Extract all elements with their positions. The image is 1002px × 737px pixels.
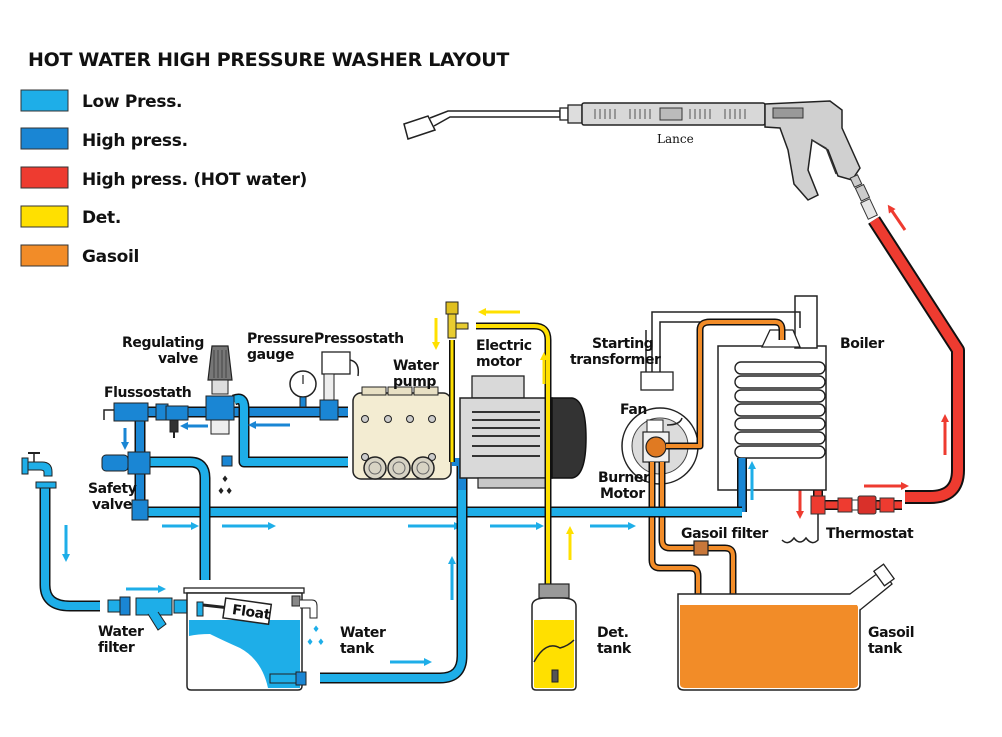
label-thermostat: Thermostat xyxy=(826,526,914,542)
thermostat-wire xyxy=(781,514,819,544)
gasoil-filter xyxy=(693,540,709,556)
label-safety-valve-2: valve xyxy=(92,497,132,513)
water-tap xyxy=(21,452,53,477)
gasoil-level xyxy=(680,605,858,688)
water-level xyxy=(189,620,300,688)
bypass-line xyxy=(145,456,211,580)
legend-swatch xyxy=(20,89,69,112)
nozzle xyxy=(403,115,437,140)
water-filter: Water filter xyxy=(98,596,189,656)
boiler-chimney xyxy=(794,295,818,349)
drip-icon: ♦ xyxy=(221,475,229,485)
burner-pump xyxy=(645,436,667,458)
drip-icon: ♦ ♦ xyxy=(306,638,325,648)
label-water-tank-1: Water xyxy=(340,625,386,641)
diagram-title: HOT WATER HIGH PRESSURE WASHER LAYOUT xyxy=(28,49,509,71)
detergent-line xyxy=(432,301,574,600)
tank-to-pump-line xyxy=(320,488,468,684)
label-det-tank-1: Det. xyxy=(597,625,629,641)
label-water-tank-2: tank xyxy=(340,641,375,657)
label-gasoil-tank-2: tank xyxy=(868,641,903,657)
det-tank: Det. tank xyxy=(531,583,632,691)
label-pressure-gauge-1: Pressure xyxy=(247,331,314,347)
legend-item-det: Det. xyxy=(20,205,121,228)
legend-label: High press. xyxy=(82,131,188,151)
label-det-tank-2: tank xyxy=(597,641,632,657)
low-pressure-main-line xyxy=(145,506,742,530)
lance-gun: Lance xyxy=(403,100,878,220)
tap-inlet-line xyxy=(35,481,166,612)
lance-coupling xyxy=(559,107,569,121)
pressostath: Pressostath xyxy=(314,331,404,421)
pressure-switch-fitting xyxy=(155,403,189,438)
label-burner-motor-1: Burner xyxy=(598,470,650,486)
drip-icon: ♦ xyxy=(312,625,320,635)
det-level xyxy=(534,620,574,688)
label-regulating-valve-2: valve xyxy=(158,351,198,367)
label-float: Float xyxy=(231,602,272,623)
legend-label: Det. xyxy=(82,208,121,228)
gasoil-lines: Gasoil filter xyxy=(648,318,786,676)
label-flussostath: Flussostath xyxy=(104,385,191,401)
legend-item-low-press: Low Press. xyxy=(20,89,183,112)
legend-item-gasoil: Gasoil xyxy=(20,244,139,267)
label-electric-motor-2: motor xyxy=(476,354,522,370)
label-lance: Lance xyxy=(657,132,694,146)
legend-swatch xyxy=(20,244,69,267)
label-gasoil-tank-1: Gasoil xyxy=(868,625,914,641)
drip-outlet: ♦ ♦♦ xyxy=(217,455,233,497)
label-burner-motor-2: Motor xyxy=(600,486,645,502)
electric-motor: Electric motor xyxy=(459,338,587,489)
flussostath: Flussostath xyxy=(103,385,192,422)
fan-burner: Fan Burner Motor xyxy=(598,402,699,502)
label-pressure-gauge-2: gauge xyxy=(247,347,294,363)
label-pressostath: Pressostath xyxy=(314,331,404,347)
label-electric-motor-1: Electric xyxy=(476,338,532,354)
water-tank: Float ♦ ♦ ♦ Water tank xyxy=(183,587,386,691)
legend-item-hot-water: High press. (HOT water) xyxy=(20,166,307,190)
label-water-pump-1: Water xyxy=(393,358,439,374)
label-safety-valve-1: Safety xyxy=(88,481,137,497)
label-water-filter-1: Water xyxy=(98,624,144,640)
label-fan: Fan xyxy=(620,402,647,418)
gasoil-tank: Gasoil tank xyxy=(677,563,914,691)
lance-rod xyxy=(429,110,561,127)
lance-nut xyxy=(567,104,583,124)
boiler: Boiler xyxy=(717,295,885,512)
label-water-pump-2: pump xyxy=(393,374,436,390)
regulating-valve: Regulating valve xyxy=(122,335,235,435)
label-boiler: Boiler xyxy=(840,336,884,352)
thermostat-body xyxy=(810,495,826,515)
boiler-coil xyxy=(734,361,826,459)
flow-arrow-up xyxy=(887,204,907,231)
legend-label: Gasoil xyxy=(82,247,139,267)
label-starting-transformer-2: transformer xyxy=(570,352,661,368)
detergent-injector xyxy=(445,301,459,315)
float: Float xyxy=(222,597,273,626)
water-pump: Water pump xyxy=(352,358,452,480)
safety-valve: Safety valve xyxy=(88,451,151,521)
legend-swatch xyxy=(20,166,69,189)
label-gasoil-filter: Gasoil filter xyxy=(681,526,768,542)
label-water-filter-2: filter xyxy=(98,640,135,656)
pressure-gauge: Pressure gauge xyxy=(247,331,317,408)
label-starting-transformer-1: Starting xyxy=(592,336,653,352)
legend-label: High press. (HOT water) xyxy=(82,170,307,190)
label-regulating-valve-1: Regulating xyxy=(122,335,204,351)
drip-icon: ♦♦ xyxy=(217,487,233,497)
legend: Low Press. High press. High press. (HOT … xyxy=(20,89,307,267)
legend-swatch xyxy=(20,127,69,150)
boiler-hot-outlet: Thermostat xyxy=(781,460,914,544)
legend-item-high-press: High press. xyxy=(20,127,188,151)
starting-transformer: Starting transformer xyxy=(570,311,801,391)
legend-swatch xyxy=(20,205,69,228)
hot-water-hose xyxy=(864,204,965,504)
legend-label: Low Press. xyxy=(82,92,182,112)
